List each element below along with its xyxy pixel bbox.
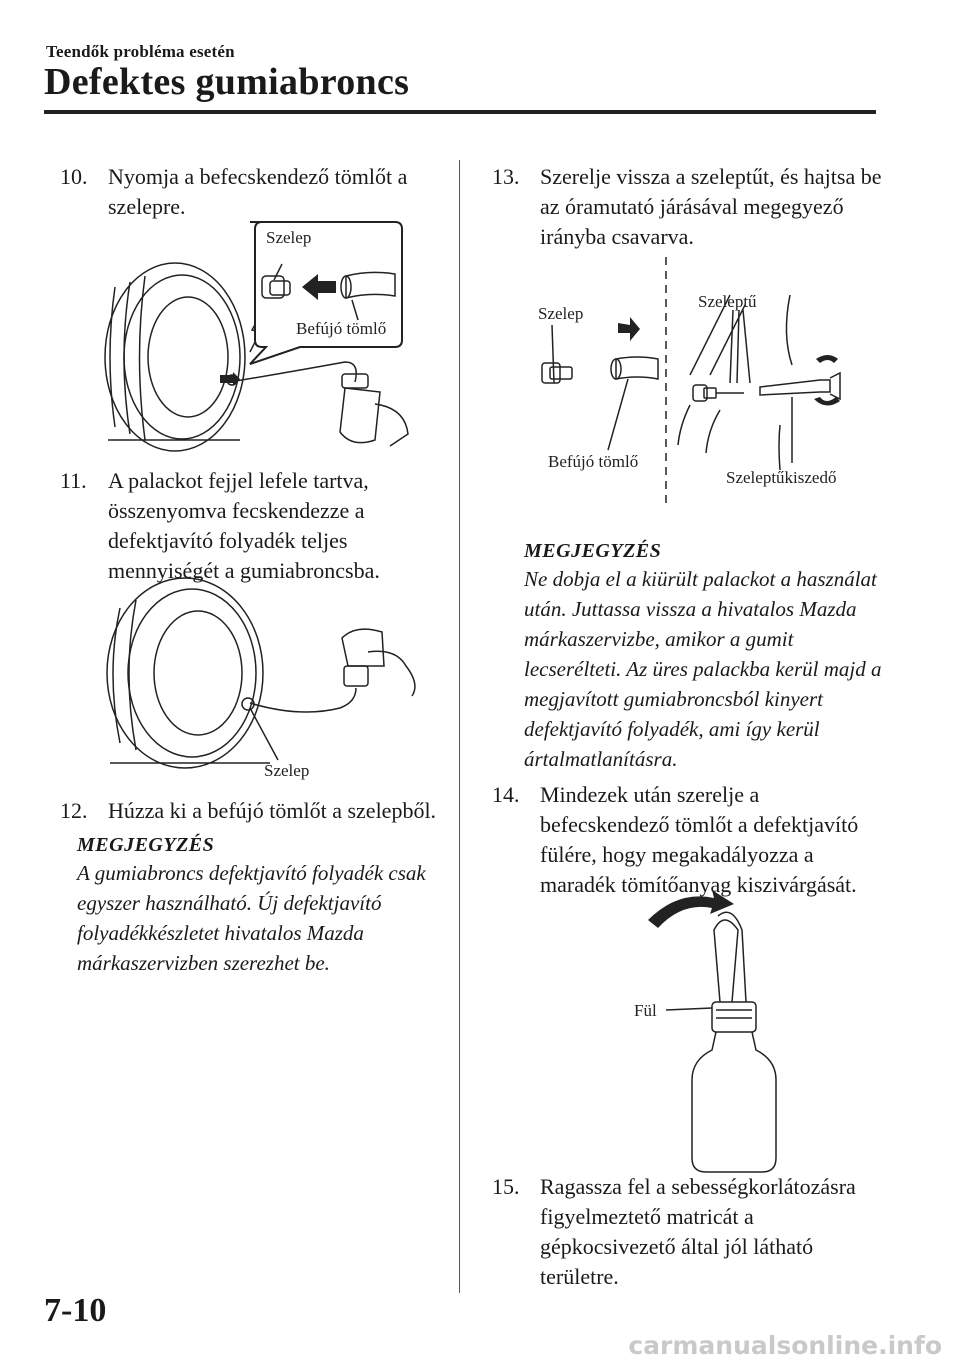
step-text: A palackot fejjel lefele tartva, összeny… <box>108 468 380 583</box>
figure-bottle-tab: Fül <box>634 890 777 1173</box>
step-10: 10. Nyomja a befecskendező tömlőt a szel… <box>60 162 440 222</box>
fig3-tool-label: Szeleptűkiszedő <box>726 468 836 487</box>
step-number: 10. <box>60 164 88 189</box>
step-text: Ragassza fel a sebességkorlátozásra figy… <box>540 1174 856 1289</box>
fig3-hose-label: Befújó tömlő <box>548 452 638 471</box>
note-text: Ne dobja el a kiürült palackot a használ… <box>524 567 882 771</box>
fig4-tab-label: Fül <box>634 1001 657 1020</box>
page-number: 7-10 <box>44 1292 107 1329</box>
fig2-valve-label: Szelep <box>264 761 309 780</box>
fig3-core-label: Szeleptű <box>698 292 757 311</box>
page-title: Defektes gumiabroncs <box>44 61 410 103</box>
step-15: 15. Ragassza fel a sebességkorlátozásra … <box>492 1172 887 1292</box>
note-heading: MEGJEGYZÉS <box>524 540 662 562</box>
step-12: 12. Húzza ki a befújó tömlőt a szelepből… <box>60 796 450 826</box>
step-14: 14. Mindezek után szerelje a befecskende… <box>492 780 887 900</box>
step-number: 15. <box>492 1174 520 1199</box>
step-11: 11. A palackot fejjel lefele tartva, öss… <box>60 466 450 586</box>
step-text: Szerelje vissza a szeleptűt, és hajtsa b… <box>540 164 882 249</box>
title-divider <box>44 110 876 114</box>
step-13: 13. Szerelje vissza a szeleptűt, és hajt… <box>492 162 887 252</box>
watermark: carmanualsonline.info <box>628 1331 942 1360</box>
note-text: A gumiabroncs defektjavító folyadék csak… <box>77 861 426 975</box>
figure-tyre-valve-hose: Szelep Befújó tömlő <box>104 221 409 452</box>
note-heading: MEGJEGYZÉS <box>77 834 215 856</box>
step-number: 11. <box>60 468 87 493</box>
fig3-valve-label: Szelep <box>538 304 583 323</box>
figure-valve-core-remover: Szelep Szeleptű Befújó tömlő Szeleptűkis… <box>538 257 841 507</box>
step-number: 13. <box>492 164 520 189</box>
figure-tyre-squeeze-bottle: Szelep <box>106 577 416 780</box>
column-divider <box>459 160 460 1293</box>
step-text: Húzza ki a befújó tömlőt a szelepből. <box>108 798 437 823</box>
step-number: 12. <box>60 798 88 823</box>
fig1-hose-label: Befújó tömlő <box>296 319 386 338</box>
fig1-valve-label: Szelep <box>266 228 311 247</box>
step-number: 14. <box>492 782 520 807</box>
section-label: Teendők probléma esetén <box>46 42 235 61</box>
step-text: Mindezek után szerelje a befecskendező t… <box>540 782 859 897</box>
step-text: Nyomja a befecskendező tömlőt a szelepre… <box>108 164 408 219</box>
